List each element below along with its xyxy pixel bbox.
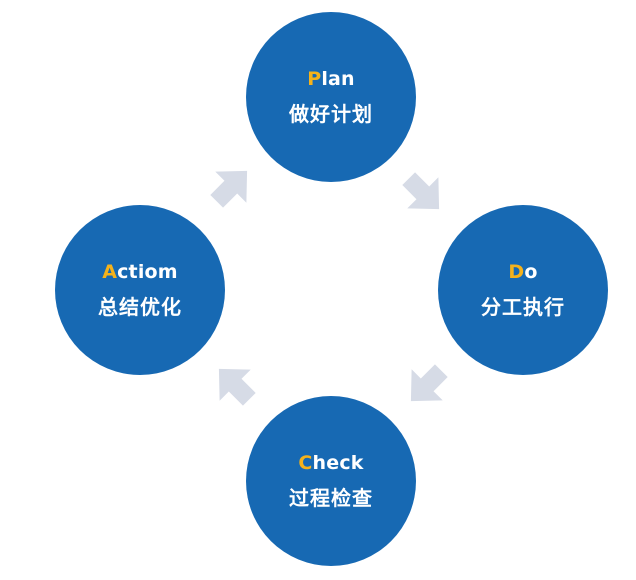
check-title-rest: heck [312,452,364,474]
do-initial: D [508,261,525,283]
act-initial: A [102,261,118,283]
plan-initial: P [307,68,322,90]
act-title-rest: ctiom [117,261,178,283]
arrow-plan-to-do-icon [402,172,440,210]
plan-title-rest: lan [321,68,355,90]
act-subtitle: 总结优化 [98,295,182,319]
check-initial: C [298,452,313,474]
check-subtitle: 过程检查 [289,486,373,510]
do-subtitle: 分工执行 [481,295,565,319]
do-title-rest: o [524,261,538,283]
plan-subtitle: 做好计划 [289,102,373,126]
arrow-act-to-plan-icon [210,170,248,208]
arrow-check-to-act-icon [218,368,256,406]
arrow-do-to-check-icon [410,364,448,402]
